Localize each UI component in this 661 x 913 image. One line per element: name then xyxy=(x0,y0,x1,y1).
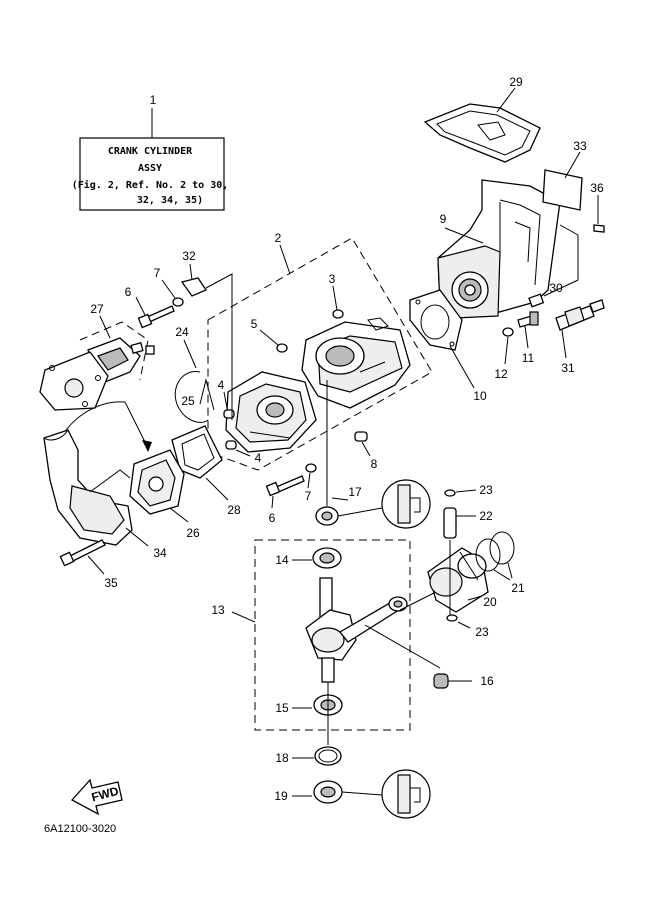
fwd-label: FWD xyxy=(90,784,120,805)
label-25: 25 xyxy=(181,394,195,408)
label-6-lower: 6 xyxy=(269,511,276,525)
label-20: 20 xyxy=(483,595,497,609)
piston-rings-21: 21 xyxy=(475,531,525,595)
crankshaft-assy-13: 13 14 15 xyxy=(211,539,441,731)
title-line-3: (Fig. 2, Ref. No. 2 to 30, xyxy=(72,179,229,191)
label-11: 11 xyxy=(522,351,535,365)
piston-20: 20 xyxy=(427,547,497,613)
label-21: 21 xyxy=(511,581,525,595)
label-16: 16 xyxy=(480,674,494,688)
intake-housing-26: 26 xyxy=(129,449,200,540)
plate-33: 33 xyxy=(542,139,587,211)
label-30: 30 xyxy=(549,281,563,295)
oil-seal-19: 19 xyxy=(274,769,431,819)
screw-36: 36 xyxy=(590,181,605,233)
label-7-upper: 7 xyxy=(154,266,161,280)
label-17: 17 xyxy=(348,485,362,499)
piston-pin-22: 22 xyxy=(443,507,493,539)
label-28: 28 xyxy=(227,503,241,517)
title-box: 1 CRANK CYLINDER ASSY (Fig. 2, Ref. No. … xyxy=(72,93,229,211)
label-18: 18 xyxy=(275,751,289,765)
bolt-6-lower: 6 xyxy=(265,475,305,525)
label-33: 33 xyxy=(573,139,587,153)
washer-7-upper: 7 xyxy=(154,266,184,307)
label-6-upper: 6 xyxy=(125,285,132,299)
label-10: 10 xyxy=(473,389,487,403)
label-15: 15 xyxy=(275,701,289,715)
label-22: 22 xyxy=(479,509,493,523)
title-line-4: 32, 34, 35) xyxy=(137,195,203,206)
label-8: 8 xyxy=(371,457,378,471)
spark-plug-31: 31 xyxy=(555,299,605,375)
label-3: 3 xyxy=(329,272,336,286)
title-ref-label: 1 xyxy=(150,93,157,107)
label-4-upper: 4 xyxy=(218,378,225,392)
bolt-11: 11 xyxy=(517,311,539,365)
label-9: 9 xyxy=(440,212,447,226)
dowel-pin-8: 8 xyxy=(354,431,378,471)
label-34: 34 xyxy=(153,546,167,560)
label-23-upper: 23 xyxy=(479,483,493,497)
pin-25: 25 xyxy=(181,378,215,411)
clip-23-upper: 23 xyxy=(444,483,493,497)
label-12: 12 xyxy=(494,367,508,381)
washer-12: 12 xyxy=(494,327,514,381)
label-35: 35 xyxy=(104,576,118,590)
label-19: 19 xyxy=(274,789,288,803)
label-4-lower: 4 xyxy=(255,451,262,465)
ring-18: 18 xyxy=(275,682,342,766)
oil-seal-17: 17 xyxy=(315,380,431,529)
label-24: 24 xyxy=(175,325,189,339)
bolt-6-upper: 6 xyxy=(125,285,175,329)
clamp-32: 32 xyxy=(180,249,233,420)
gasket-29: 29 xyxy=(423,75,541,163)
label-36: 36 xyxy=(590,181,604,195)
fwd-arrow-icon: FWD xyxy=(70,778,123,816)
dowel-pin-5: 5 xyxy=(251,317,288,353)
pin-4-lower: 4 xyxy=(225,440,262,465)
label-26: 26 xyxy=(186,526,200,540)
label-32: 32 xyxy=(182,249,196,263)
dowel-pin-3: 3 xyxy=(329,272,344,319)
reed-plate xyxy=(39,351,109,411)
label-5: 5 xyxy=(251,317,258,331)
label-29: 29 xyxy=(509,75,523,89)
label-13: 13 xyxy=(211,603,225,617)
ring-24: 24 xyxy=(174,325,209,423)
clip-23-lower: 23 xyxy=(446,540,489,639)
label-2: 2 xyxy=(275,231,282,245)
needle-bearing-16: 16 xyxy=(433,673,494,689)
exhaust-cover-9: 9 xyxy=(437,179,561,319)
label-7-lower: 7 xyxy=(305,489,312,503)
label-27: 27 xyxy=(90,302,104,316)
gasket-10: 10 xyxy=(409,289,487,403)
figure-code: 6A12100-3020 xyxy=(44,823,116,835)
label-14: 14 xyxy=(275,553,289,567)
label-23-lower: 23 xyxy=(475,625,489,639)
label-31: 31 xyxy=(561,361,575,375)
title-line-1: CRANK CYLINDER xyxy=(108,146,193,157)
crankcase-assy-2: 2 xyxy=(207,231,433,471)
silencer-34: 34 xyxy=(43,429,167,560)
title-line-2: ASSY xyxy=(138,163,162,174)
washer-7-lower: 7 xyxy=(305,463,317,503)
bolt-30: 30 xyxy=(528,224,579,308)
bolt-35: 35 xyxy=(59,539,118,590)
